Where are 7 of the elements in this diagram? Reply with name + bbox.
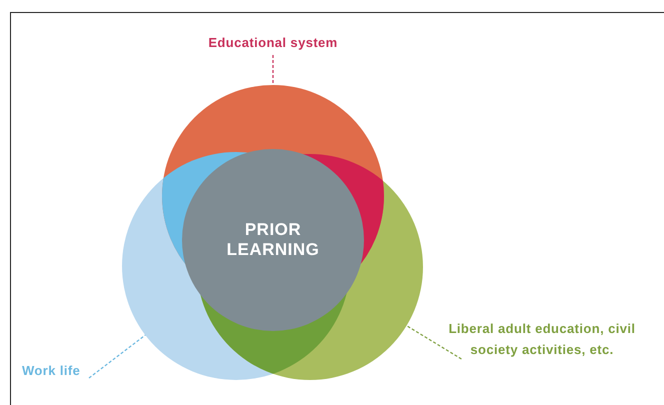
leader-line (272, 55, 274, 85)
center-label: PRIOR LEARNING (226, 220, 320, 260)
category-label: Work life (22, 360, 88, 381)
leader-line (88, 334, 146, 378)
leader-line (406, 325, 462, 360)
category-label: Liberal adult education, civil society activities, etc. (436, 318, 648, 360)
category-label: Educational system (208, 32, 338, 53)
